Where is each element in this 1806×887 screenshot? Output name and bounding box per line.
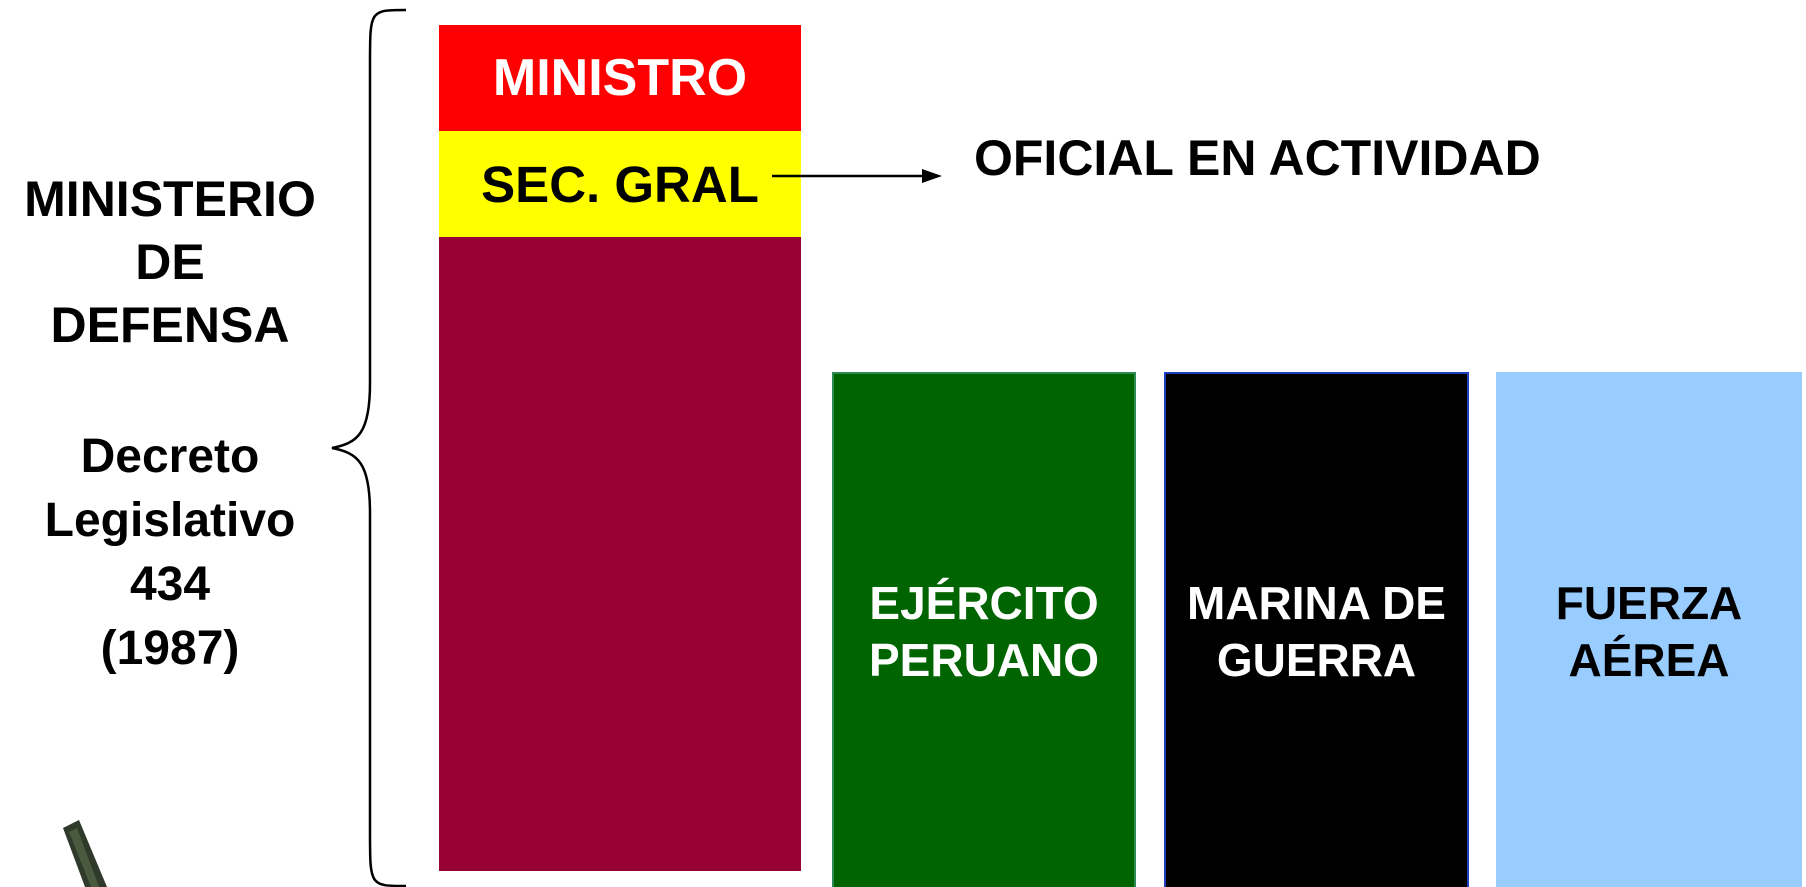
decree-line: Legislativo [44, 494, 296, 547]
branch-air-force: FUERZA AÉREA [1496, 372, 1802, 887]
branch-air-force-line: AÉREA [1568, 634, 1730, 686]
branch-navy-line: MARINA DE [1187, 577, 1446, 629]
curly-brace [331, 8, 407, 887]
decree-reference: Decreto Legislativo 434 (1987) [0, 425, 340, 681]
branch-air-force-line: FUERZA [1555, 577, 1743, 629]
emblem-icon [63, 820, 107, 887]
ministry-title-line: DE [135, 234, 205, 290]
minister-box: MINISTRO [439, 25, 801, 131]
branch-navy: MARINA DE GUERRA [1164, 372, 1469, 887]
branch-navy-line: GUERRA [1216, 634, 1417, 686]
secretary-general-label: SEC. GRAL [481, 155, 759, 213]
secretary-general-box: SEC. GRAL [439, 131, 801, 237]
ministry-title-line: MINISTERIO [24, 171, 316, 227]
decree-line: 434 [129, 558, 211, 611]
branch-army: EJÉRCITO PERUANO [832, 372, 1136, 887]
sec-gral-note: OFICIAL EN ACTIVIDAD [974, 130, 1541, 186]
ministry-title: MINISTERIO DE DEFENSA [0, 168, 340, 357]
ministry-title-line: DEFENSA [50, 297, 290, 353]
arrow-right-icon [772, 169, 942, 183]
branch-army-line: EJÉRCITO [869, 577, 1099, 629]
minister-label: MINISTRO [492, 49, 748, 107]
decree-line: Decreto [80, 430, 260, 483]
decree-line: (1987) [100, 622, 240, 675]
branch-army-line: PERUANO [868, 634, 1100, 686]
